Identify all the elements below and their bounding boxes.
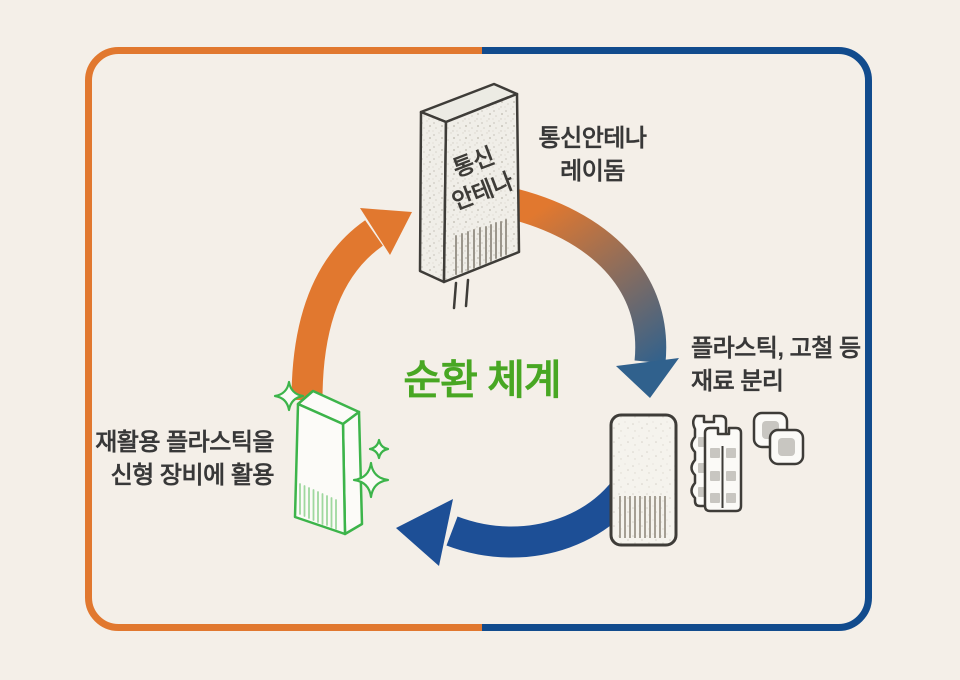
sparkle-icons [273,380,390,499]
communication-antenna-icon: 통신 안테나 [418,82,521,310]
plastic-parts-icon [690,414,743,513]
label-radome-line2: 레이돔 [560,158,625,185]
metal-chips-icon [752,411,805,466]
recycled-antenna-icon [293,389,364,536]
frame-right-blue [482,47,872,631]
sparkle-icon [352,461,390,499]
label-reuse-line2: 신형 장비에 활용 [110,462,275,489]
frame-left-orange [85,47,482,631]
arrow-reuse-to-radome [291,208,412,401]
separated-panel-icon [609,413,678,547]
label-separation: 플라스틱, 고철 등 재료 분리 [691,332,881,398]
sparkle-icon [273,380,305,412]
cycle-title: 순환 체계 [403,357,561,403]
cycle-frame [85,47,872,631]
label-reuse-line1: 재활용 플라스틱을 [95,429,274,456]
label-radome-line1: 통신안테나 [538,125,647,152]
label-separation-line2: 재료 분리 [691,368,784,395]
label-separation-line1: 플라스틱, 고철 등 [691,335,861,362]
sparkle-icon [368,438,390,460]
arrow-separation-to-reuse [396,455,656,566]
arrow-radome-to-separation [502,186,679,398]
label-reuse: 재활용 플라스틱을 신형 장비에 활용 [76,426,274,492]
label-radome: 통신안테나 레이돔 [505,122,680,188]
